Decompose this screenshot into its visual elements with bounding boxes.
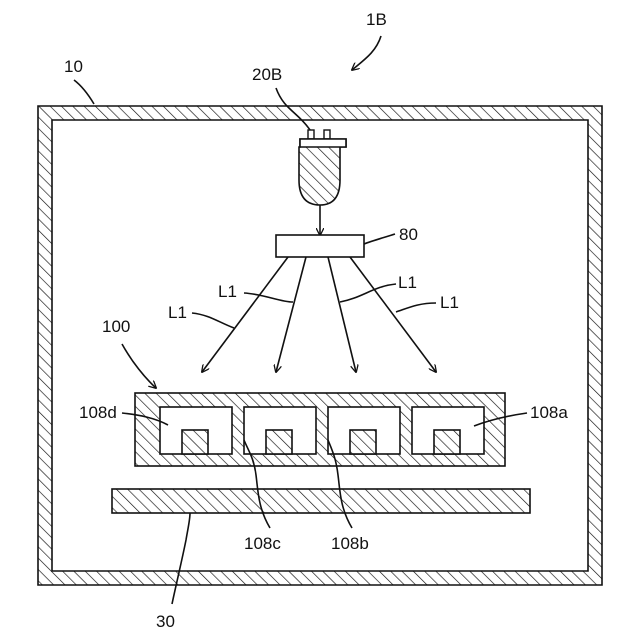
diffuser [276, 235, 364, 257]
lamp [299, 130, 346, 205]
label-ray-right-outer: L1 [440, 293, 459, 312]
slot-a [412, 407, 484, 454]
leader-lines [74, 36, 527, 604]
label-slot-c: 108c [244, 534, 281, 553]
ray-right-outer [350, 257, 436, 372]
slot-c [244, 407, 316, 454]
label-slot-d: 108d [79, 403, 117, 422]
slot-d [160, 407, 232, 454]
label-slot-b: 108b [331, 534, 369, 553]
stage [112, 489, 530, 513]
ray-right-inner [328, 257, 356, 372]
ray-left-inner [276, 257, 306, 372]
label-device: 1B [366, 10, 387, 29]
label-ray-right-inner: L1 [398, 273, 417, 292]
label-slot-a: 108a [530, 403, 568, 422]
label-ray-left-outer: L1 [168, 303, 187, 322]
label-lamp: 20B [252, 65, 282, 84]
label-ray-left-inner: L1 [218, 282, 237, 301]
label-tray: 100 [102, 317, 130, 336]
slot-b [328, 407, 400, 454]
label-diffuser: 80 [399, 225, 418, 244]
label-stage: 30 [156, 612, 175, 631]
label-chamber: 10 [64, 57, 83, 76]
ray-left-outer [202, 257, 288, 372]
